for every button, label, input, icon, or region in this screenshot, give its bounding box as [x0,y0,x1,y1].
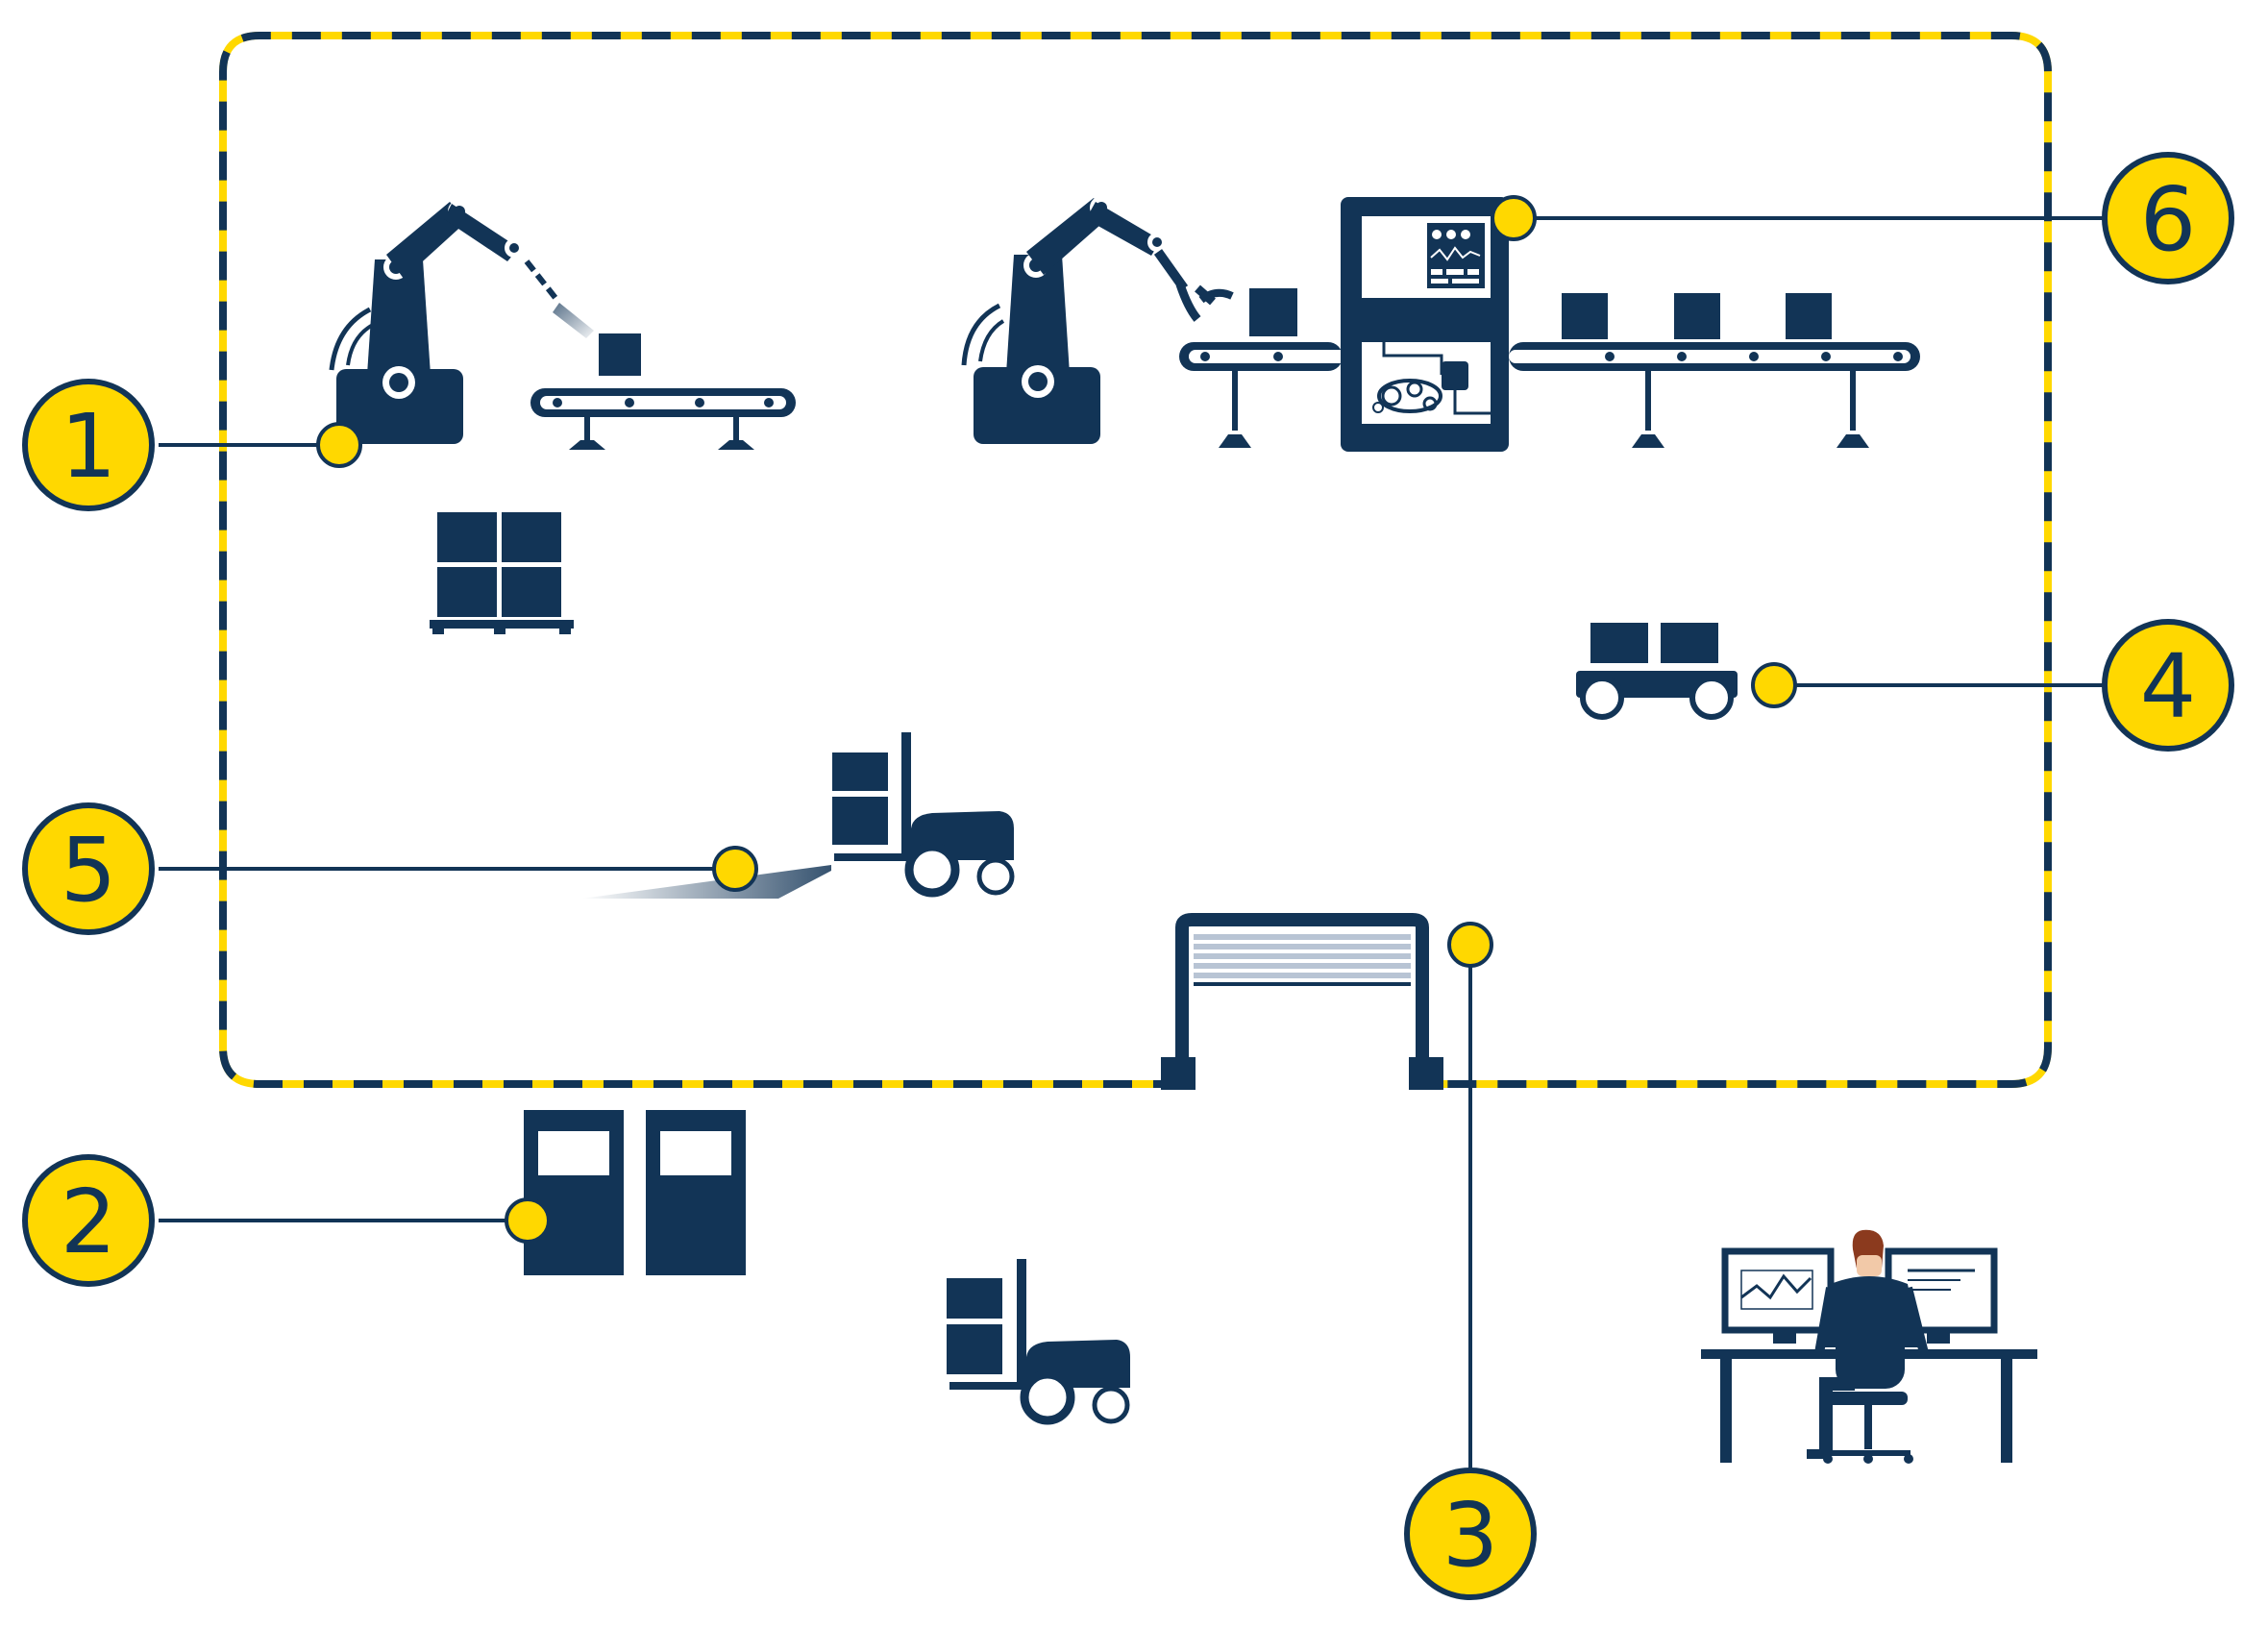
conveyor-belt-icon [1179,288,1347,448]
pallet-boxes-icon [430,512,574,634]
robot-gripper-arm-icon [961,196,1234,444]
control-cabinet-machine-icon [1341,197,1509,452]
callout-badge-2: 2 [22,1154,155,1287]
leader-lines [159,216,2105,1470]
forklift-icon [947,1259,1130,1425]
callout-badge-3: 3 [1404,1468,1537,1600]
cabinet-lockers-icon [524,1110,746,1275]
callout-badge-1: 1 [22,379,155,511]
callout-label-1: 1 [61,395,117,498]
operator-workstation-icon [1701,1229,2037,1464]
conveyor-belt-icon [530,333,796,450]
callout-badge-4: 4 [2102,619,2234,752]
callout-label-6: 6 [2140,168,2197,271]
callout-label-4: 4 [2140,635,2197,738]
callout-label-2: 2 [61,1171,117,1273]
autonomous-forklift-icon [581,732,1015,899]
rolling-door-icon [1161,913,1443,1090]
marker-dots [316,195,1797,1244]
conveyor-belt-icon [1509,293,1920,448]
robot-arm-icon [329,200,594,444]
callout-label-5: 5 [61,819,117,922]
callout-badge-5: 5 [22,802,155,935]
safety-zone-border [219,32,2052,1088]
automated-guided-vehicle-icon [1576,623,1738,720]
callout-badge-6: 6 [2102,152,2234,284]
callout-label-3: 3 [1442,1484,1499,1587]
